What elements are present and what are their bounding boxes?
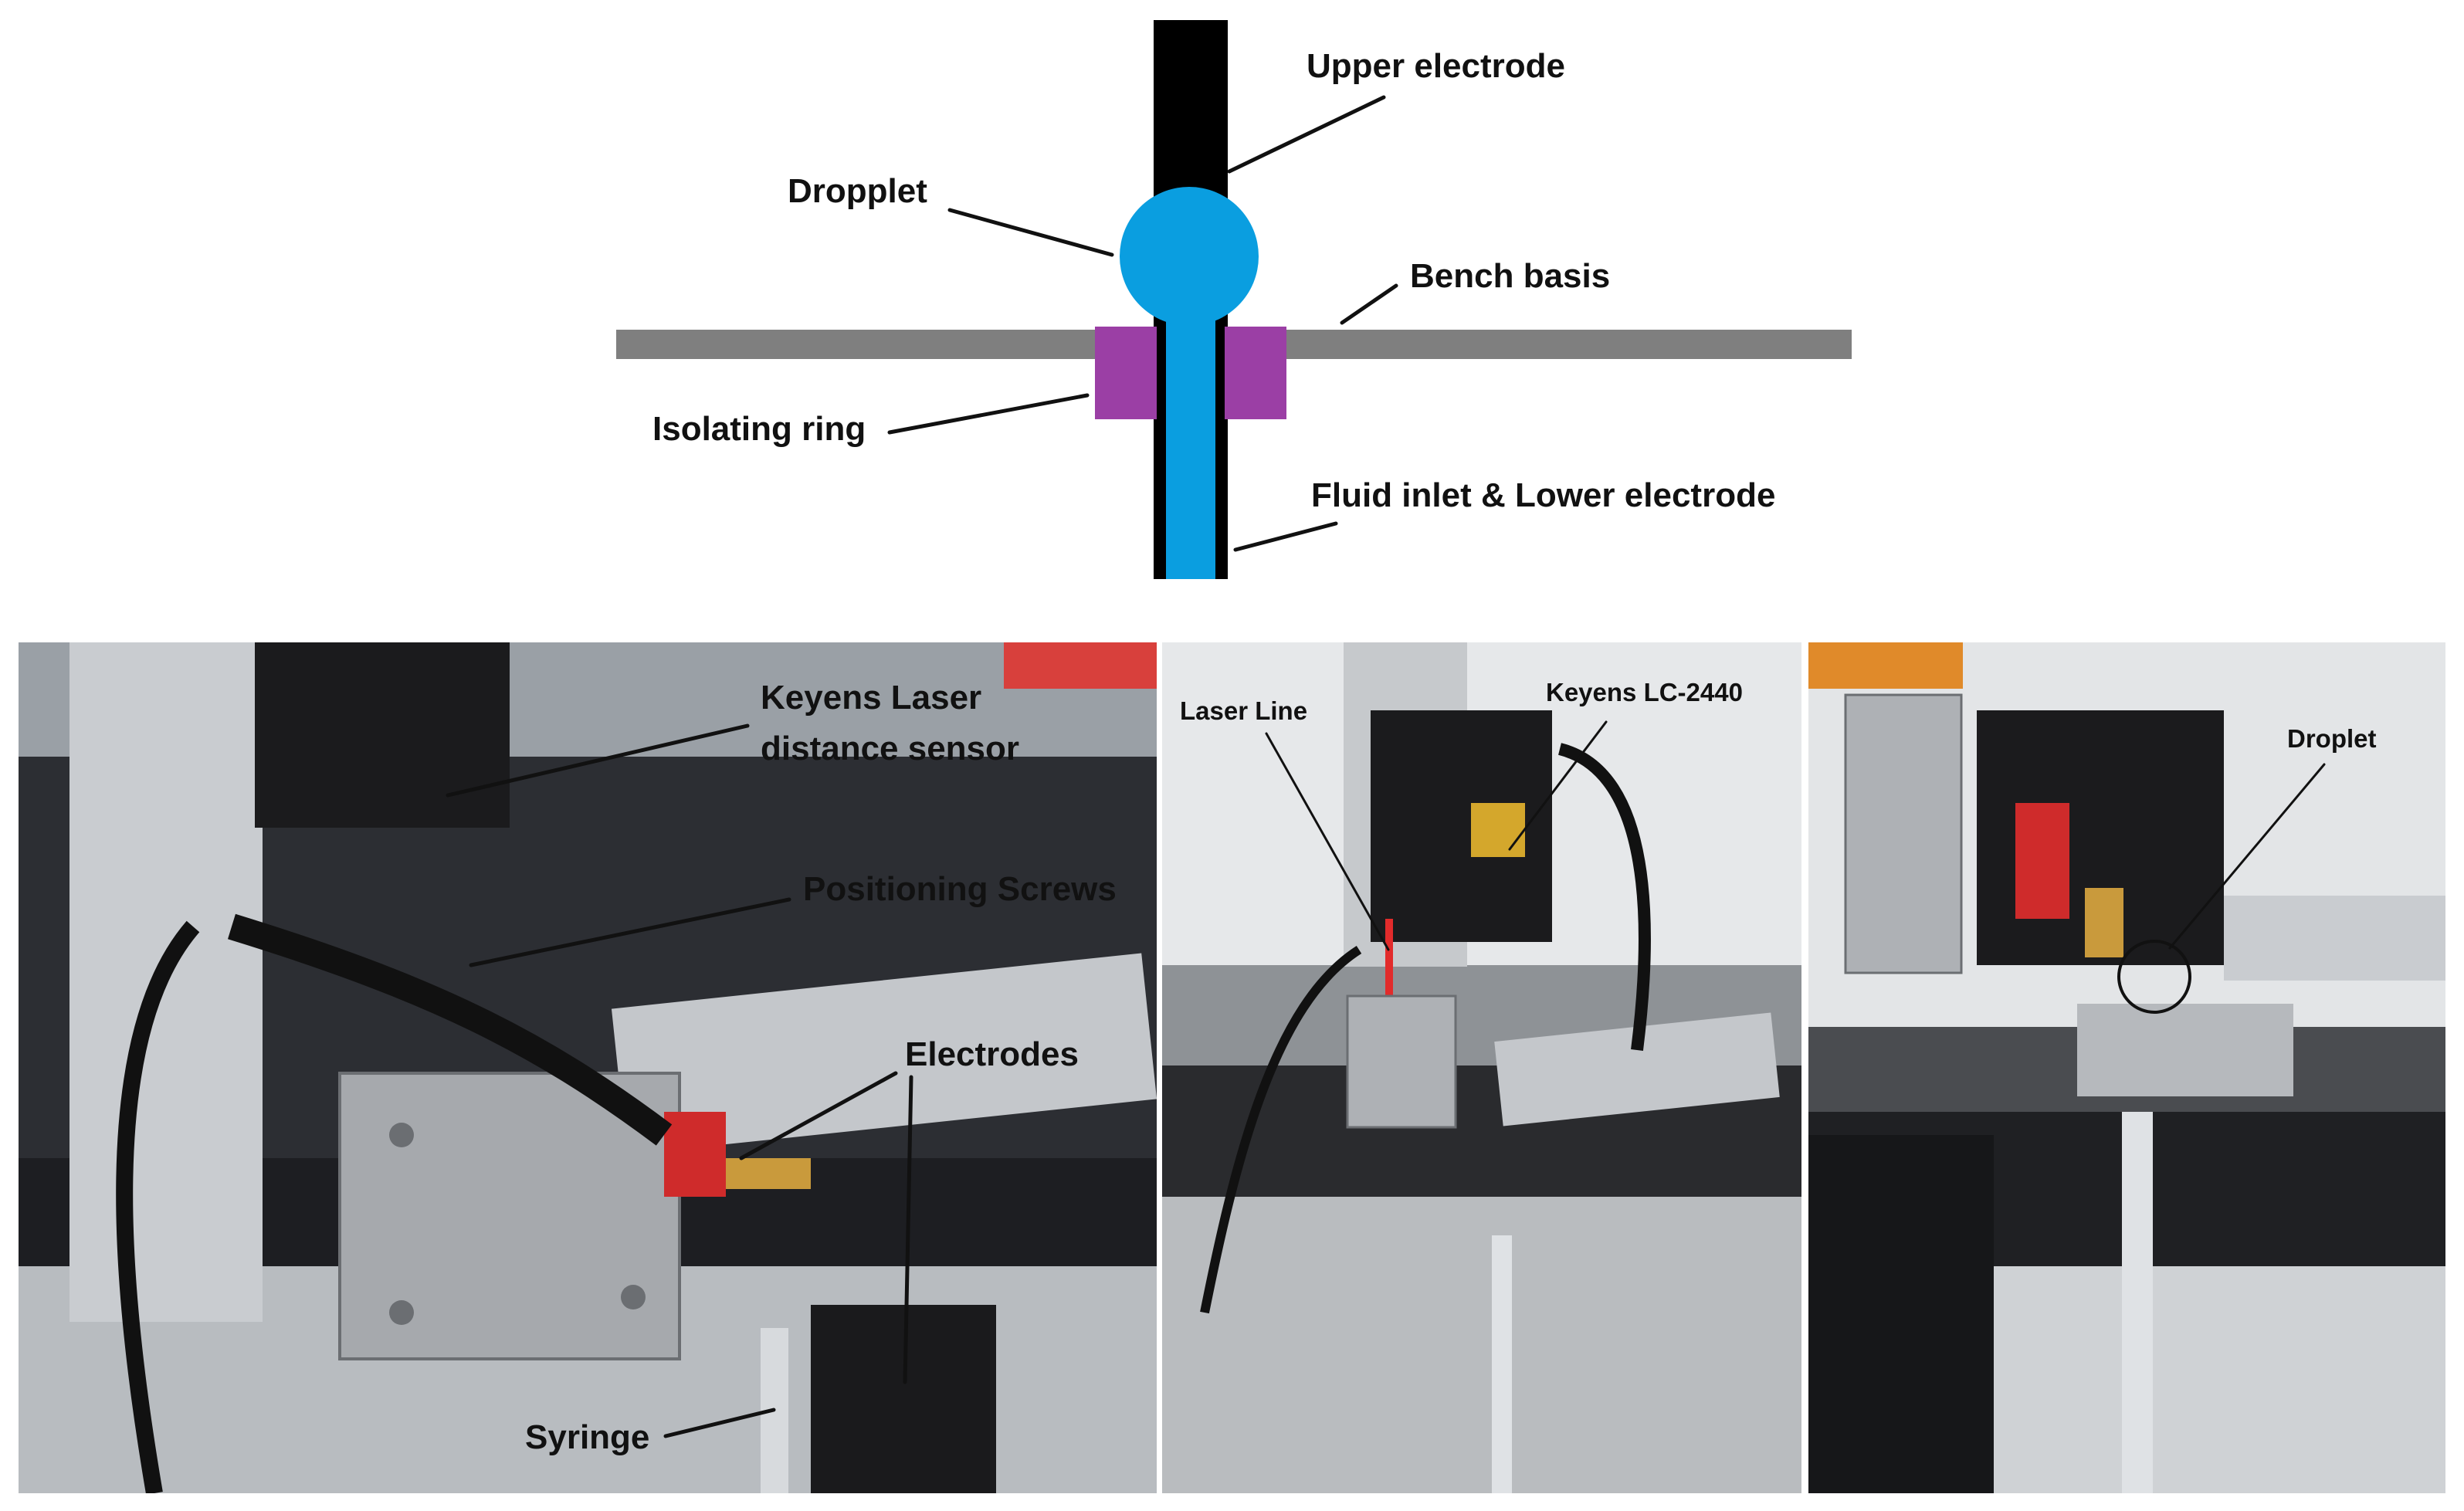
label-laser-sensor-2: distance sensor: [761, 730, 1019, 767]
isolating-ring-left: [1095, 327, 1157, 419]
leader-upper-electrode: [1227, 95, 1386, 174]
leader-droplet: [2168, 763, 2326, 950]
laser-sensor-body: [255, 642, 510, 828]
syringe-body: [2122, 1112, 2153, 1493]
orange-accent: [1808, 642, 1963, 689]
red-accent: [1004, 642, 1157, 689]
label-laser-line: Laser Line: [1180, 696, 1307, 725]
droplet-highlight-circle: [2117, 940, 2191, 1014]
label-upper-electrode: Upper electrode: [1307, 47, 1565, 85]
label-fluid-inlet: Fluid inlet & Lower electrode: [1311, 476, 1775, 514]
leader-laser-sensor: [446, 723, 750, 798]
photo-left: Keyens Laser distance sensor Positioning…: [19, 642, 1157, 1493]
slide-plate: [1494, 1012, 1780, 1126]
leader-bench-basis: [1340, 283, 1398, 325]
black-cable: [227, 913, 673, 1146]
droplet-circle: [1120, 187, 1259, 326]
fluid-inlet-core: [1166, 309, 1215, 579]
photo-right: Droplet: [1808, 642, 2445, 1493]
lower-clip: [811, 1305, 996, 1493]
slide-plate: [611, 953, 1157, 1155]
electrode-clip-red: [664, 1112, 726, 1197]
screw: [621, 1285, 646, 1309]
laser-line-red: [1385, 919, 1393, 1004]
base-block: [2077, 1004, 2293, 1096]
leader-electrodes-1: [739, 1071, 898, 1160]
black-cable: [1557, 743, 1651, 1051]
label-positioning-screws: Positioning Screws: [803, 870, 1117, 908]
black-cable: [1200, 945, 1362, 1314]
label-laser-sensor-1: Keyens Laser: [761, 679, 981, 717]
screw: [389, 1123, 414, 1147]
electrode-tip: [2085, 888, 2123, 957]
electrode-clip-red: [2015, 803, 2069, 919]
schematic: Upper electrode Dropplet Bench basis Iso…: [616, 20, 1852, 579]
leader-laser-line: [1265, 732, 1390, 951]
mount-block: [1844, 693, 1963, 974]
label-dropplet: Dropplet: [788, 172, 927, 210]
label-keyens-model: Keyens LC-2440: [1546, 678, 1743, 706]
mount-block: [1346, 994, 1457, 1129]
isolating-ring-right: [1225, 327, 1286, 419]
leader-isolating-ring: [887, 393, 1090, 435]
lower-clip: [1808, 1135, 1994, 1493]
leader-electrodes-2: [903, 1075, 913, 1384]
label-bench-basis: Bench basis: [1410, 257, 1610, 295]
leader-dropplet: [947, 208, 1114, 257]
electrode-tip: [726, 1158, 811, 1189]
syringe-body: [1492, 1235, 1512, 1493]
upper-electrode-bar: [1154, 20, 1228, 199]
warning-label: [1471, 803, 1525, 857]
label-syringe: Syringe: [525, 1418, 649, 1456]
photo-middle: Laser Line Keyens LC-2440: [1162, 642, 1801, 1493]
label-droplet: Droplet: [2287, 724, 2377, 753]
leader-fluid-inlet: [1233, 521, 1338, 552]
black-cable: [116, 920, 200, 1493]
floor-area: [1162, 1197, 1801, 1493]
label-isolating-ring: Isolating ring: [652, 410, 866, 448]
aluminum-bar: [2224, 896, 2445, 981]
screw: [389, 1300, 414, 1325]
leader-positioning-screws: [469, 897, 791, 967]
leader-keyens-model: [1508, 720, 1608, 851]
label-electrodes: Electrodes: [905, 1035, 1079, 1073]
leader-syringe: [663, 1408, 776, 1438]
